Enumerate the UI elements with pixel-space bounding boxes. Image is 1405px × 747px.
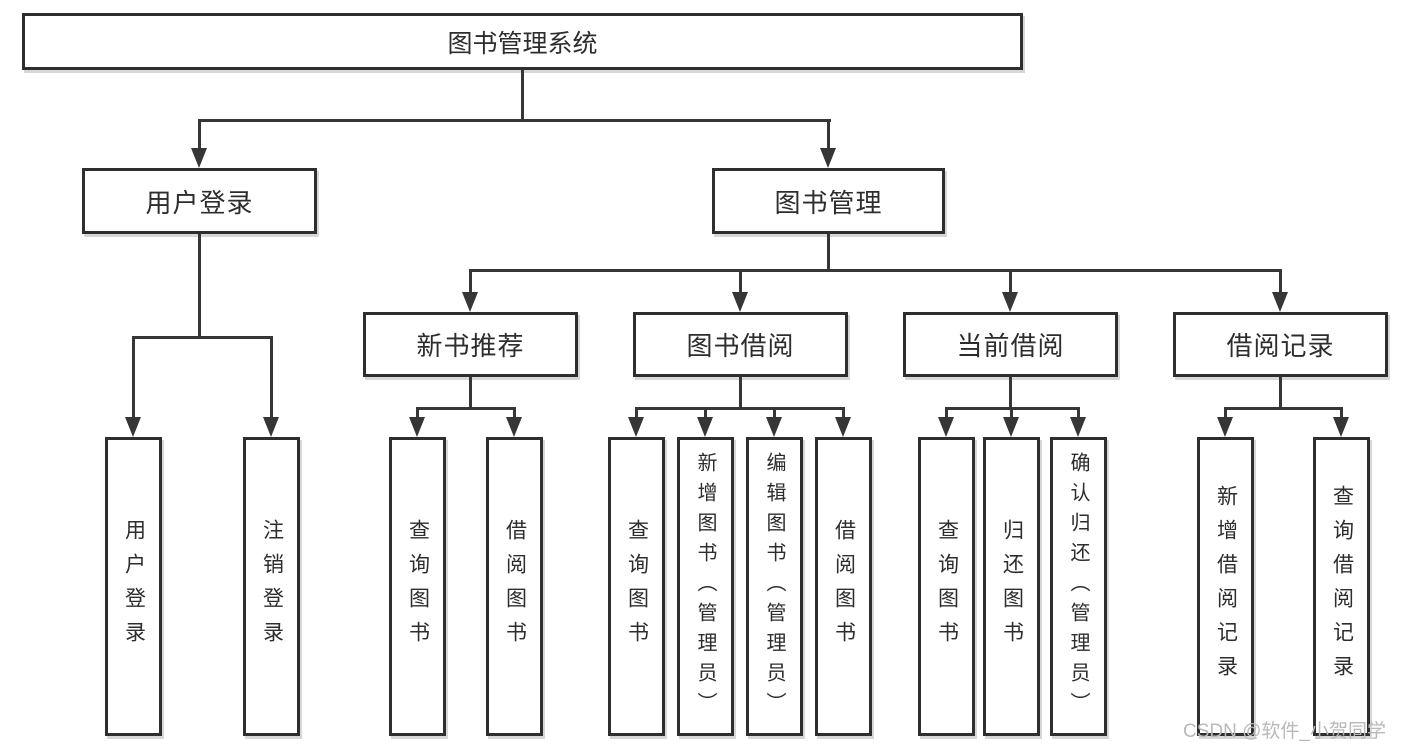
connector-g1-vline xyxy=(469,377,472,408)
arrow-down-icon xyxy=(1003,417,1019,437)
arrow-down-icon xyxy=(766,417,782,437)
connector-g1-hline xyxy=(416,407,516,410)
csdn-watermark: CSDN @软件_小贺同学 xyxy=(1183,721,1386,742)
connector-stem xyxy=(416,407,419,418)
connector-stem xyxy=(1077,407,1080,418)
node-current-borrowing: 当前借阅 xyxy=(903,312,1118,377)
arrow-down-icon xyxy=(1272,292,1288,312)
leaf-confirm-return-admin: 确认归还（管理员） xyxy=(1050,437,1107,736)
connector-stem xyxy=(1340,407,1343,418)
leaf-user-login: 用户登录 xyxy=(105,437,162,736)
connector-stem xyxy=(842,407,845,418)
node-label: 新增借阅记录 xyxy=(1214,484,1238,689)
leaf-logout: 注销登录 xyxy=(243,437,300,736)
node-label: 查询借阅记录 xyxy=(1330,484,1354,689)
node-label: 查询图书 xyxy=(406,518,430,655)
arrow-down-icon xyxy=(1002,292,1018,312)
node-label: 图书借阅 xyxy=(686,331,795,361)
leaf-add-borrow-record: 新增借阅记录 xyxy=(1197,437,1254,736)
arrow-down-icon xyxy=(820,148,836,168)
connector-stem xyxy=(513,407,516,418)
arrow-down-icon xyxy=(263,417,279,437)
node-label: 注销登录 xyxy=(260,518,284,655)
connector-g2-vline xyxy=(739,377,742,408)
connector-stem-borrow-record xyxy=(1279,269,1282,293)
node-library-management-system: 图书管理系统 xyxy=(22,13,1023,70)
connector-mgmt-vline xyxy=(827,234,830,269)
leaf-query-books-recommend: 查询图书 xyxy=(389,437,446,736)
connector-root-hline xyxy=(198,119,831,122)
connector-stem xyxy=(773,407,776,418)
arrow-down-icon xyxy=(1217,417,1233,437)
leaf-add-books-admin: 新增图书（管理员） xyxy=(677,437,734,736)
arrow-down-icon xyxy=(1070,417,1086,437)
leaf-query-books-borrowing: 查询图书 xyxy=(608,437,665,736)
arrow-down-icon xyxy=(628,417,644,437)
leaf-return-books: 归还图书 xyxy=(983,437,1040,736)
connector-stem-login-child1 xyxy=(132,336,135,418)
arrow-down-icon xyxy=(191,148,207,168)
connector-stem xyxy=(945,407,948,418)
connector-g3-vline xyxy=(1009,377,1012,408)
leaf-borrow-books-recommend: 借阅图书 xyxy=(486,437,543,736)
connector-g4-vline xyxy=(1279,377,1282,408)
node-label: 图书管理系统 xyxy=(447,29,598,58)
node-label: 新增图书（管理员） xyxy=(694,451,716,722)
leaf-query-borrow-record: 查询借阅记录 xyxy=(1313,437,1370,736)
connector-login-hline xyxy=(132,336,273,339)
connector-stem-current-borrow xyxy=(1009,269,1012,293)
node-label: 新书推荐 xyxy=(416,331,525,361)
connector-stem-book-borrow xyxy=(739,269,742,293)
arrow-down-icon xyxy=(938,417,954,437)
connector-g4-hline xyxy=(1224,407,1343,410)
node-label: 归还图书 xyxy=(1000,518,1024,655)
node-label: 借阅记录 xyxy=(1226,331,1335,361)
connector-stem-book-mgmt xyxy=(827,119,830,151)
connector-stem xyxy=(704,407,707,418)
arrow-down-icon xyxy=(409,417,425,437)
connector-stem xyxy=(1224,407,1227,418)
node-book-borrowing: 图书借阅 xyxy=(633,312,848,377)
arrow-down-icon xyxy=(732,292,748,312)
connector-mgmt-hline xyxy=(469,269,1282,272)
arrow-down-icon xyxy=(835,417,851,437)
leaf-edit-books-admin: 编辑图书（管理员） xyxy=(746,437,803,736)
arrow-down-icon xyxy=(462,292,478,312)
node-new-book-recommend: 新书推荐 xyxy=(363,312,578,377)
connector-stem-new-book xyxy=(469,269,472,293)
connector-root-vline xyxy=(521,70,524,119)
node-label: 确认归还（管理员） xyxy=(1067,451,1089,722)
node-label: 用户登录 xyxy=(122,518,146,655)
node-label: 查询图书 xyxy=(935,518,959,655)
connector-g2-hline xyxy=(635,407,845,410)
node-label: 编辑图书（管理员） xyxy=(763,451,785,722)
leaf-borrow-books: 借阅图书 xyxy=(815,437,872,736)
leaf-query-books-current: 查询图书 xyxy=(918,437,975,736)
node-book-management: 图书管理 xyxy=(712,168,945,234)
connector-stem-user-login xyxy=(198,119,201,151)
node-label: 图书管理 xyxy=(774,187,883,218)
connector-login-vline xyxy=(198,234,201,336)
arrow-down-icon xyxy=(1333,417,1349,437)
node-label: 用户登录 xyxy=(145,187,254,218)
node-borrowing-records: 借阅记录 xyxy=(1173,312,1388,377)
node-label: 借阅图书 xyxy=(832,518,856,655)
node-label: 借阅图书 xyxy=(503,518,527,655)
node-label: 查询图书 xyxy=(625,518,649,655)
arrow-down-icon xyxy=(697,417,713,437)
connector-stem-login-child2 xyxy=(270,336,273,418)
connector-stem xyxy=(1010,407,1013,418)
node-user-login: 用户登录 xyxy=(82,168,317,234)
node-label: 当前借阅 xyxy=(956,331,1065,361)
arrow-down-icon xyxy=(125,417,141,437)
arrow-down-icon xyxy=(506,417,522,437)
connector-stem xyxy=(635,407,638,418)
